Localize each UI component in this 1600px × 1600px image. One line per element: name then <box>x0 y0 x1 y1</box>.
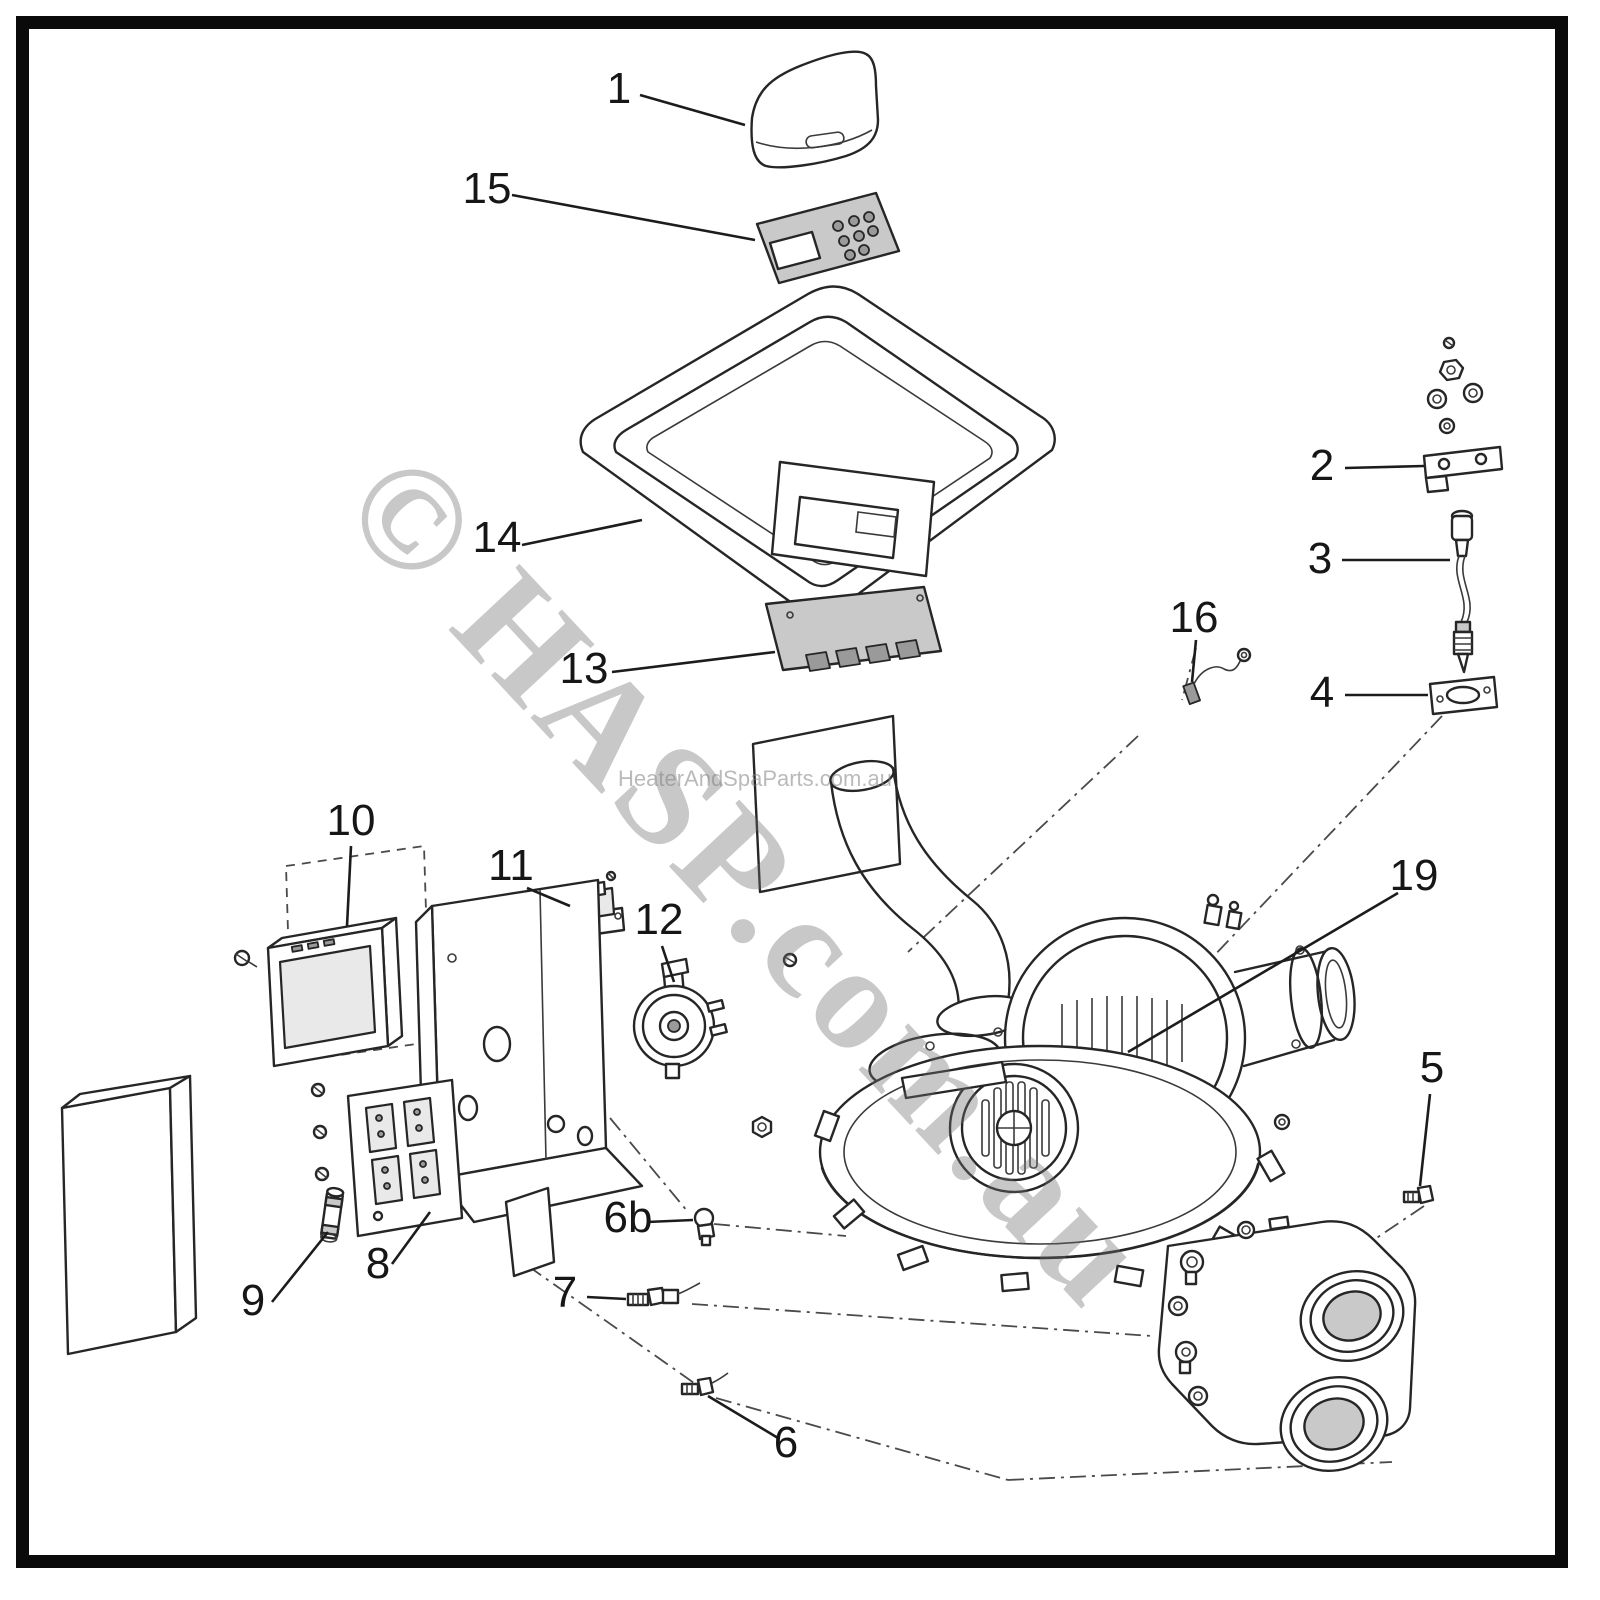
part-15-control-membrane <box>755 191 901 285</box>
part-3-igniter-sensor <box>1450 509 1474 674</box>
part-6-sensor <box>680 1372 729 1397</box>
callout-14: 14 <box>473 513 522 562</box>
callout-3: 3 <box>1308 534 1332 583</box>
part-5-sensor <box>1402 1184 1435 1205</box>
callout-12: 12 <box>635 895 684 944</box>
callout-16: 16 <box>1170 593 1219 642</box>
callout-9: 9 <box>241 1276 265 1325</box>
callout-7: 7 <box>553 1268 577 1317</box>
part-7-temp-sensor <box>626 1282 701 1307</box>
part-8-terminal-board <box>310 1078 464 1238</box>
callout-13: 13 <box>560 644 609 693</box>
callout-6: 6 <box>774 1418 798 1467</box>
part-6b-valve <box>693 1207 716 1247</box>
part-9-fuse <box>320 1186 345 1243</box>
callout-5: 5 <box>1420 1043 1444 1092</box>
part-16-wire-lead <box>1182 647 1252 706</box>
callout-labels: 1 15 14 13 2 3 4 16 10 11 12 19 5 6b 8 9… <box>241 64 1444 1467</box>
callout-4: 4 <box>1310 668 1334 717</box>
part-10-display-module <box>233 844 431 1068</box>
callout-2: 2 <box>1310 441 1334 490</box>
part-1-top-cover <box>750 50 880 169</box>
callout-6b: 6b <box>604 1193 653 1242</box>
callout-19: 19 <box>1390 851 1439 900</box>
part-13-pcb <box>764 585 943 672</box>
side-panel-box <box>60 1074 198 1356</box>
manifold-header <box>1157 1215 1417 1473</box>
callout-1: 1 <box>607 64 631 113</box>
part-12-pressure-switch <box>632 957 728 1080</box>
callout-15: 15 <box>463 164 512 213</box>
callout-10: 10 <box>327 796 376 845</box>
part-19-blower-assembly <box>751 714 1356 1293</box>
leader-lines <box>270 93 1450 1440</box>
part-14-main-lid <box>579 285 1056 617</box>
part-2-bracket-hardware <box>1422 336 1504 494</box>
callout-8: 8 <box>366 1239 390 1288</box>
part-4-gasket-plate <box>1428 675 1499 716</box>
callout-11: 11 <box>488 841 534 890</box>
